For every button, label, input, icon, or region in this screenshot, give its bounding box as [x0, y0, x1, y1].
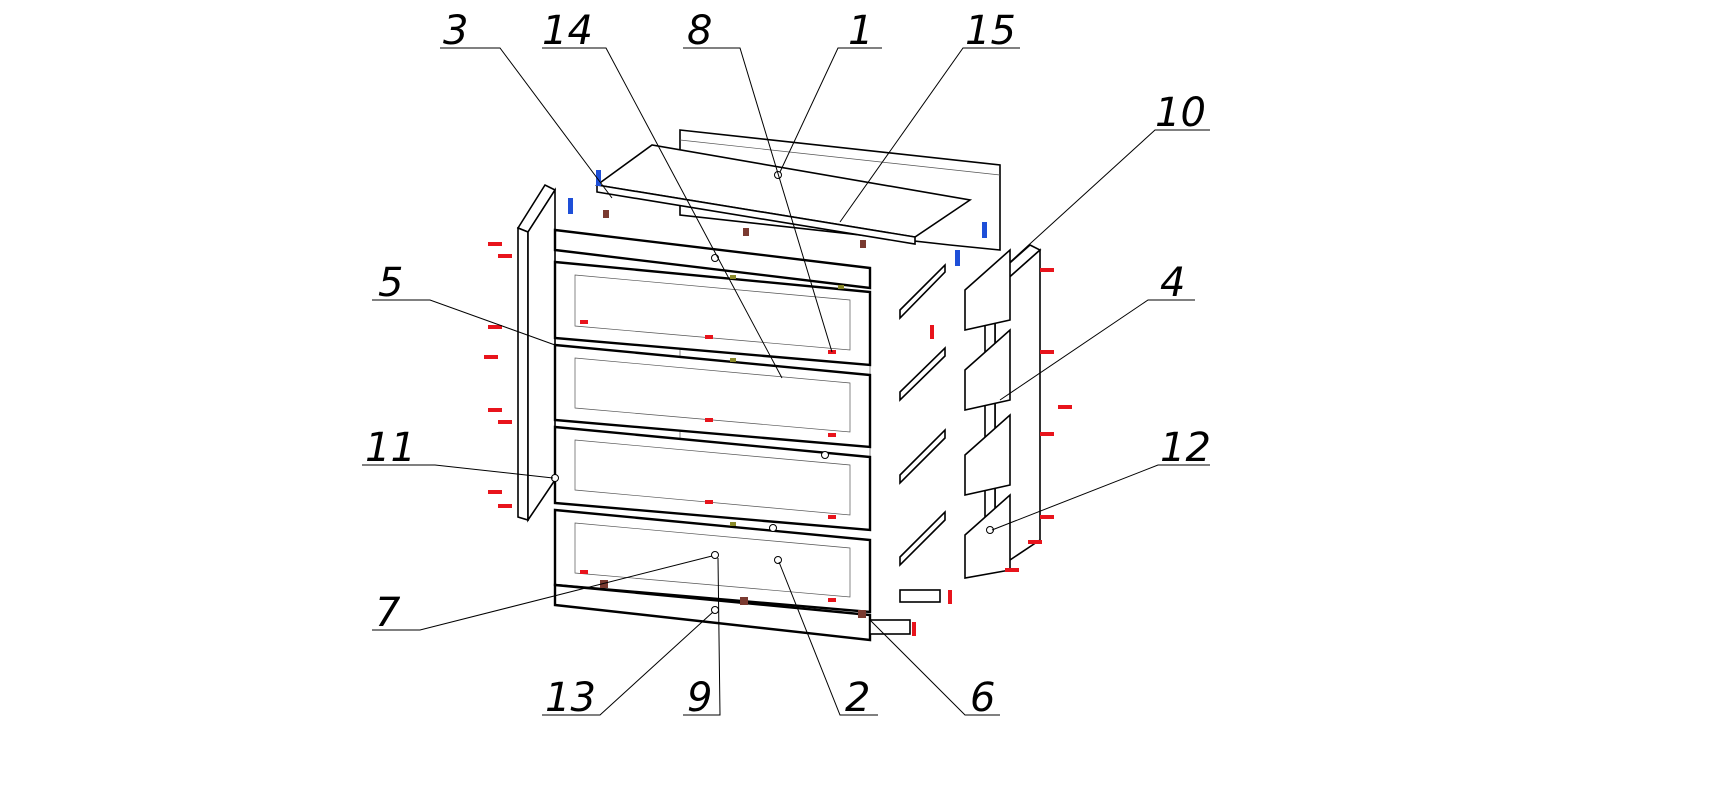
svg-text:2: 2	[845, 675, 870, 721]
callout-anchors	[551, 171, 994, 614]
callout-10: 10	[1009, 90, 1210, 263]
callout-6: 6	[869, 619, 1000, 721]
svg-text:14: 14	[542, 8, 593, 54]
svg-text:7: 7	[375, 590, 401, 636]
svg-text:10: 10	[1155, 90, 1206, 136]
svg-text:8: 8	[687, 8, 712, 54]
svg-text:6: 6	[970, 675, 995, 721]
callout-9: 9	[683, 557, 721, 721]
drawer-front-1	[553, 260, 872, 367]
drawer-side-rails	[899, 248, 1011, 579]
svg-text:1: 1	[848, 8, 873, 54]
callout-2: 2	[778, 561, 878, 721]
svg-text:9: 9	[687, 675, 712, 721]
drawer-fronts	[553, 260, 872, 614]
svg-text:3: 3	[443, 8, 468, 54]
svg-text:12: 12	[1160, 425, 1211, 471]
callout-13: 13	[542, 611, 714, 721]
callout-8: 8	[683, 8, 833, 353]
drawer-front-4	[553, 508, 872, 614]
callout-1: 1	[779, 8, 882, 173]
callout-4: 4	[999, 260, 1195, 401]
fasteners	[484, 170, 1072, 636]
callout-5: 5	[372, 260, 556, 346]
svg-text:5: 5	[378, 260, 403, 306]
svg-text:13: 13	[545, 675, 596, 721]
callout-3: 3	[440, 8, 613, 199]
callout-12: 12	[991, 425, 1211, 531]
svg-text:15: 15	[965, 8, 1016, 54]
svg-text:4: 4	[1160, 260, 1185, 306]
svg-text:11: 11	[365, 425, 416, 471]
left-side-panel-face	[517, 226, 529, 522]
drawer-front-2	[553, 343, 872, 449]
callout-15: 15	[839, 8, 1020, 223]
callout-7: 7	[372, 555, 713, 636]
callout-11: 11	[362, 425, 554, 479]
callout-14: 14	[542, 8, 783, 379]
